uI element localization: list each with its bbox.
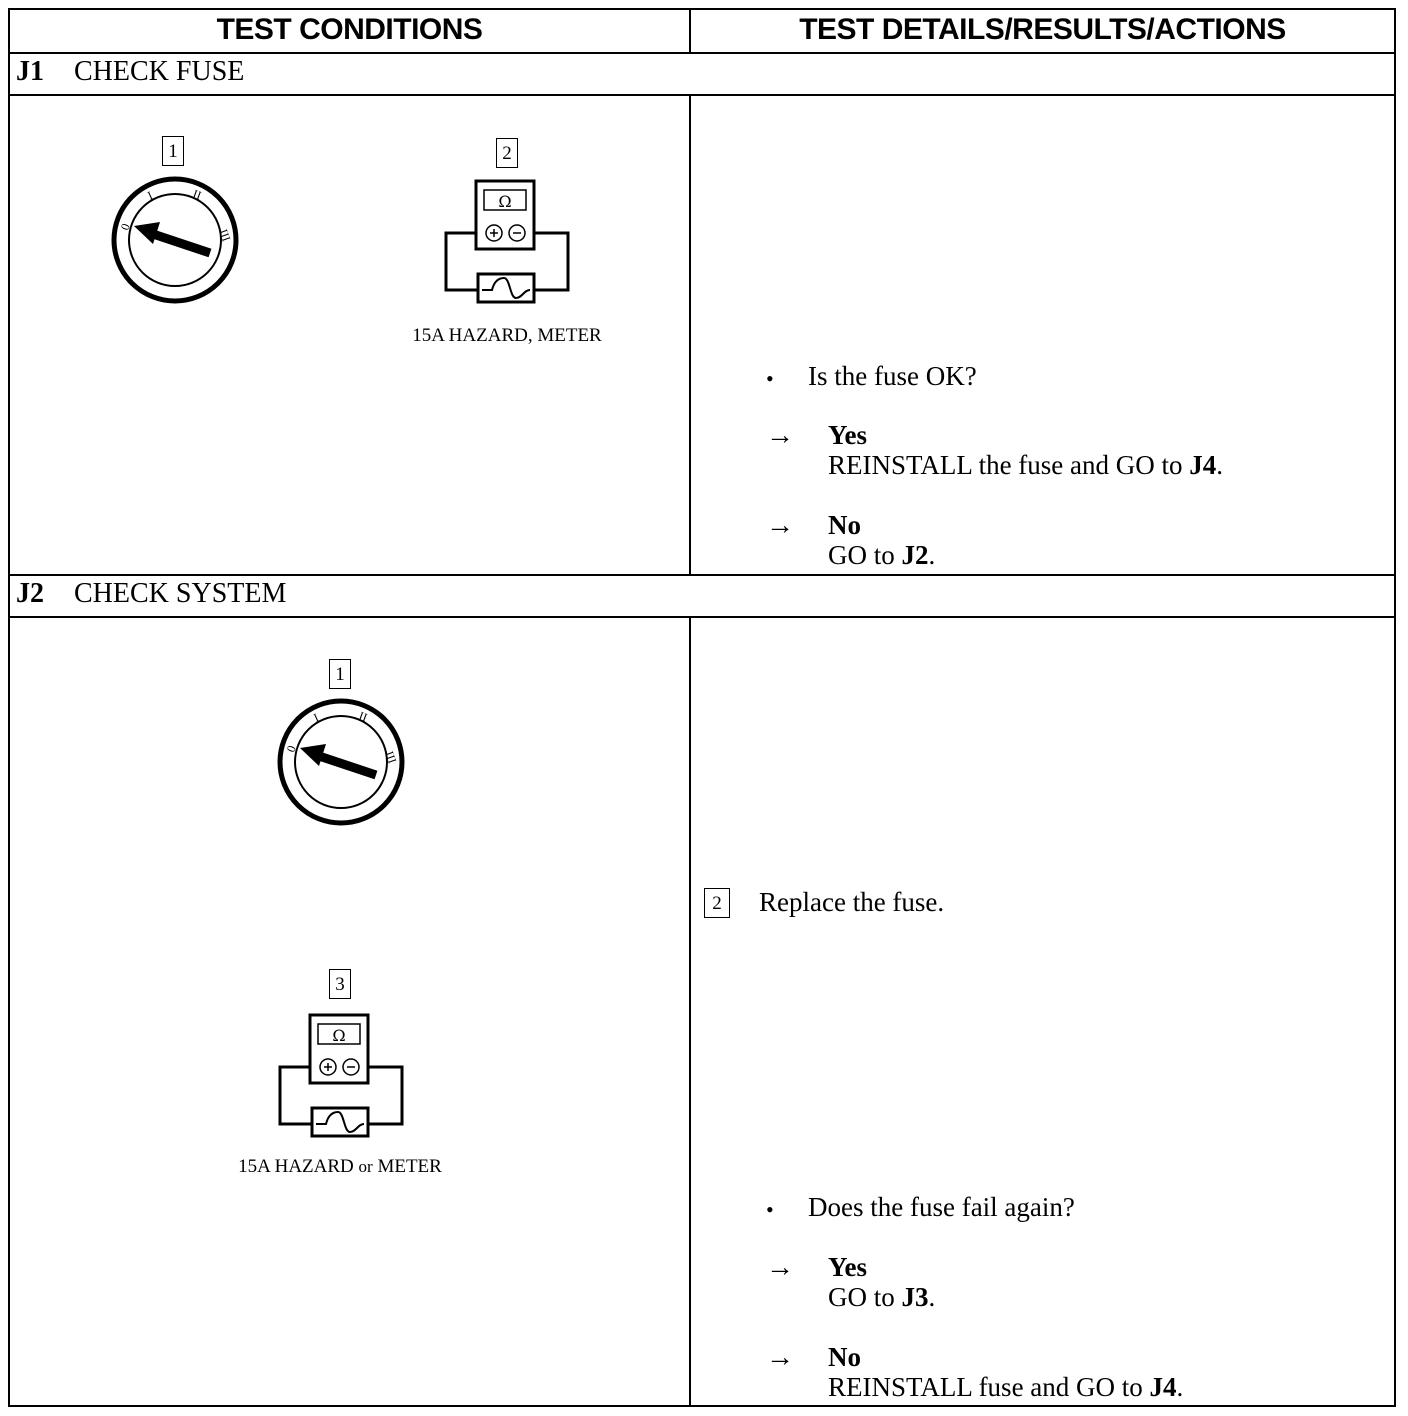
svg-text:I: I xyxy=(145,188,155,202)
j2-instruction: Replace the fuse. xyxy=(759,887,945,917)
j1-yes-action: REINSTALL the fuse and GO to J4. xyxy=(828,450,1224,480)
svg-text:III: III xyxy=(382,749,399,765)
table-border-right xyxy=(1394,8,1396,1407)
j2-no-action: REINSTALL fuse and GO to J4. xyxy=(828,1372,1184,1402)
header-test-conditions: TEST CONDITIONS xyxy=(216,13,483,46)
j1-figure-1-number: 1 xyxy=(162,136,184,166)
j2-title-divider xyxy=(8,616,1396,618)
j1-figure-2-number: 2 xyxy=(496,138,518,168)
j1-yes-label: Yes xyxy=(828,420,867,450)
column-divider-j1 xyxy=(689,94,691,576)
j1-figure-2-caption: 15A HAZARD, METER xyxy=(412,325,602,346)
j2-figure-1-number: 1 xyxy=(329,659,351,689)
j1-yes-arrow: → xyxy=(766,420,794,451)
svg-text:II: II xyxy=(357,709,369,725)
ohmmeter-fuse-icon: Ω xyxy=(278,1013,404,1138)
j2-figure-3-number: 3 xyxy=(329,969,351,999)
j2-figure-3-caption: 15A HAZARD or METER xyxy=(238,1156,442,1177)
j1-no-label: No xyxy=(828,510,861,540)
j1-question-bullet: • xyxy=(766,366,774,391)
column-divider-header xyxy=(689,8,691,54)
j1-title-divider xyxy=(8,94,1396,96)
j2-yes-action: GO to J3. xyxy=(828,1282,936,1312)
svg-text:III: III xyxy=(216,227,233,243)
j2-instruction-number: 2 xyxy=(704,888,730,918)
ohmmeter-fuse-icon: Ω xyxy=(444,179,570,304)
j2-yes-label: Yes xyxy=(828,1252,867,1282)
j1-no-arrow: → xyxy=(766,510,794,541)
j1-question: Is the fuse OK? xyxy=(808,361,977,391)
ignition-switch-off-icon: 0 I II III xyxy=(277,698,405,826)
j2-no-arrow: → xyxy=(766,1342,794,1373)
j2-yes-arrow: → xyxy=(766,1252,794,1283)
ignition-switch-off-icon: 0 I II III xyxy=(111,176,239,304)
j1-no-action: GO to J2. xyxy=(828,540,936,570)
header-test-details: TEST DETAILS/RESULTS/ACTIONS xyxy=(799,13,1286,46)
step-j2-id: J2 xyxy=(16,578,44,609)
step-j1-title: CHECK FUSE xyxy=(74,56,245,87)
svg-text:0: 0 xyxy=(118,222,133,232)
svg-text:II: II xyxy=(191,187,203,203)
table-border-bottom xyxy=(8,1405,1396,1407)
svg-text:Ω: Ω xyxy=(498,192,511,211)
svg-text:0: 0 xyxy=(284,744,299,754)
j2-question-bullet: • xyxy=(766,1197,774,1222)
step-j1-id: J1 xyxy=(16,56,44,87)
step-j2-header: J2 CHECK SYSTEM xyxy=(16,578,286,610)
header-divider xyxy=(8,52,1396,54)
j2-question: Does the fuse fail again? xyxy=(808,1192,1075,1222)
step-j2-title: CHECK SYSTEM xyxy=(74,578,287,609)
j2-top-divider xyxy=(8,574,1396,576)
table-border-top xyxy=(8,8,1396,10)
step-j1-header: J1 CHECK FUSE xyxy=(16,56,244,88)
j2-no-label: No xyxy=(828,1342,861,1372)
svg-text:Ω: Ω xyxy=(332,1026,345,1045)
svg-text:I: I xyxy=(311,710,321,724)
table-border-left xyxy=(8,8,10,1407)
column-divider-j2 xyxy=(689,616,691,1407)
